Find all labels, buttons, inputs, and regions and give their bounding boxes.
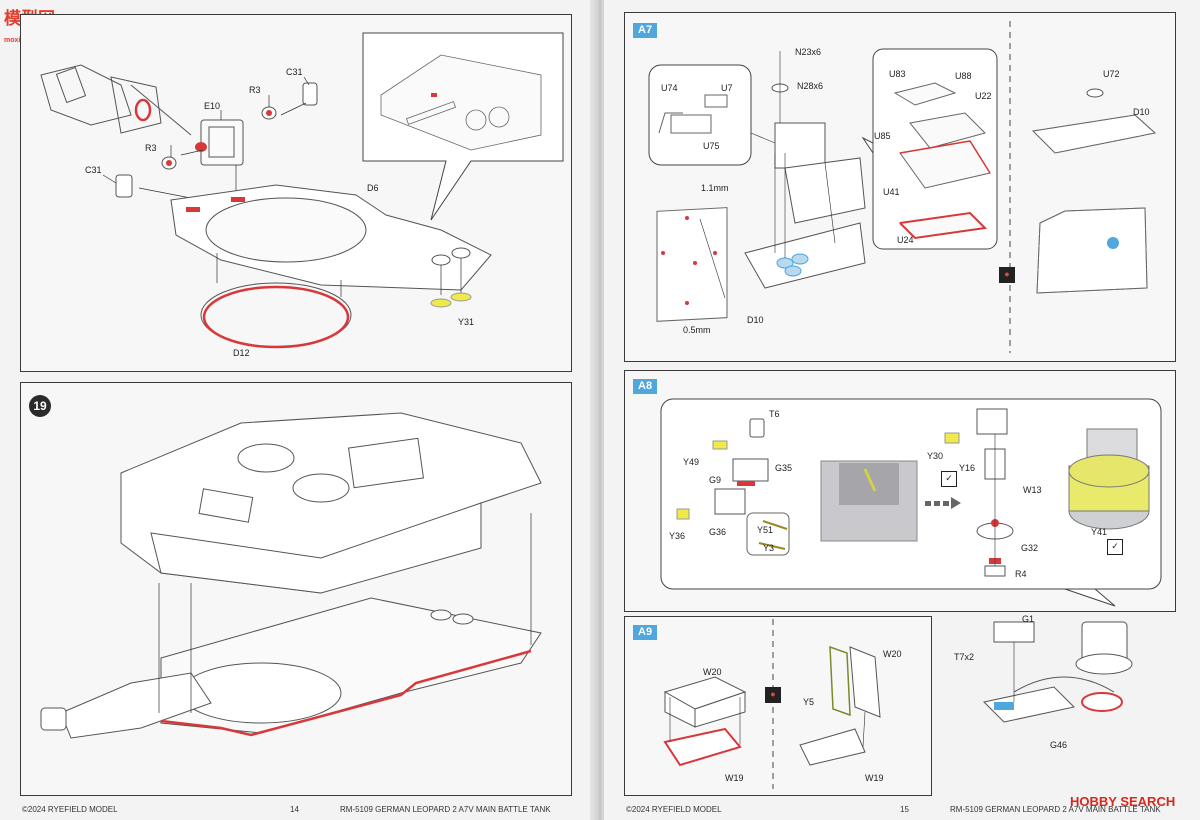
part-label-g1: G1 (1022, 614, 1035, 624)
part-label-r3: R3 (145, 143, 157, 153)
part-label-g46: G46 (1050, 740, 1068, 750)
part-label-u85: U85 (874, 131, 891, 141)
part-label-w13: W13 (1023, 485, 1042, 495)
part-label-y30: Y30 (927, 451, 944, 461)
part-label-e10: E10 (204, 101, 221, 111)
part-label-y49: Y49 (683, 457, 700, 467)
step-a7-drawing (648, 21, 1157, 353)
footer-title: RM-5109 GERMAN LEOPARD 2 A7V MAIN BATTLE… (950, 805, 1161, 814)
page-number: 14 (290, 805, 299, 814)
left-page: 模型网 moxing.net (0, 0, 596, 820)
part-label-g9: G9 (709, 475, 722, 485)
step18-drawing (40, 32, 564, 349)
watermark-text: HOBBY SEARCH (1070, 794, 1176, 809)
part-label-d10: D10 (1133, 107, 1150, 117)
step-a8-drawing (660, 398, 1162, 607)
part-label-u88: U88 (955, 71, 972, 81)
step-number-badge: 19 (29, 395, 51, 417)
check-icon: ✓ (941, 471, 957, 487)
page-number: 15 (900, 805, 909, 814)
dimension-label: 0.5mm (683, 325, 711, 335)
right-page: A7 (604, 0, 1200, 820)
part-label-d6: D6 (367, 183, 379, 193)
step-a7-panel: A7 (624, 12, 1176, 362)
step19-drawing (40, 412, 542, 739)
part-label-u22: U22 (975, 91, 992, 101)
step-tag-a8: A8 (633, 379, 658, 394)
step-tag-a9: A9 (633, 625, 658, 640)
a8-final-drawing (982, 621, 1133, 723)
part-label-u41: U41 (883, 187, 900, 197)
step19-panel: 19 (20, 382, 572, 796)
part-label-t7: T7x2 (954, 652, 975, 662)
step18-panel: C31 R3 E10 R3 C31 D6 Y31 D12 (20, 14, 572, 372)
part-label-w19: W19 (725, 773, 744, 783)
step-a9-drawing (663, 619, 881, 789)
part-label-u75: U75 (703, 141, 720, 151)
part-label-c31: C31 (85, 165, 102, 175)
part-label-d12: D12 (233, 348, 250, 358)
flip-part-icon: ● (999, 267, 1015, 283)
flip-part-icon: ● (765, 687, 781, 703)
part-label-c31: C31 (286, 67, 303, 77)
part-label-y36: Y36 (669, 531, 686, 541)
part-label-y16: Y16 (959, 463, 976, 473)
part-label-y51: Y51 (757, 525, 774, 535)
part-label-n23: N23x6 (795, 47, 822, 57)
part-label-w20: W20 (703, 667, 722, 677)
part-label-y3: Y3 (763, 543, 775, 553)
part-label-g35: G35 (775, 463, 793, 473)
part-label-y5: Y5 (803, 697, 815, 707)
footer-copyright: ©2024 RYEFIELD MODEL (626, 805, 722, 814)
footer-title: RM-5109 GERMAN LEOPARD 2 A7V MAIN BATTLE… (340, 805, 551, 814)
part-label-u72: U72 (1103, 69, 1120, 79)
dimension-label: 1.1mm (701, 183, 729, 193)
part-label-u74: U74 (661, 83, 678, 93)
part-label-y31: Y31 (458, 317, 475, 327)
watermark-logo: HOBBY SEARCH (1070, 794, 1175, 809)
part-label-y41: Y41 (1091, 527, 1108, 537)
part-label-u7: U7 (721, 83, 733, 93)
footer-copyright: ©2024 RYEFIELD MODEL (22, 805, 118, 814)
check-icon: ✓ (1107, 539, 1123, 555)
step-tag-a7: A7 (633, 23, 658, 38)
step-a9-panel: A9 ● W20 (624, 616, 932, 796)
part-label-u83: U83 (889, 69, 906, 79)
part-label-g36: G36 (709, 527, 727, 537)
part-label-w19: W19 (865, 773, 884, 783)
part-label-u24: U24 (897, 235, 914, 245)
part-label-t6: T6 (769, 409, 780, 419)
part-label-d10: D10 (747, 315, 764, 325)
part-label-r3: R3 (249, 85, 261, 95)
a8-final-assembly: G1 T7x2 G46 (954, 612, 1194, 792)
part-label-w20: W20 (883, 649, 902, 659)
part-label-r4: R4 (1015, 569, 1027, 579)
part-label-n28: N28x6 (797, 81, 824, 91)
part-label-g32: G32 (1021, 543, 1039, 553)
step-a8-panel: A8 (624, 370, 1176, 612)
